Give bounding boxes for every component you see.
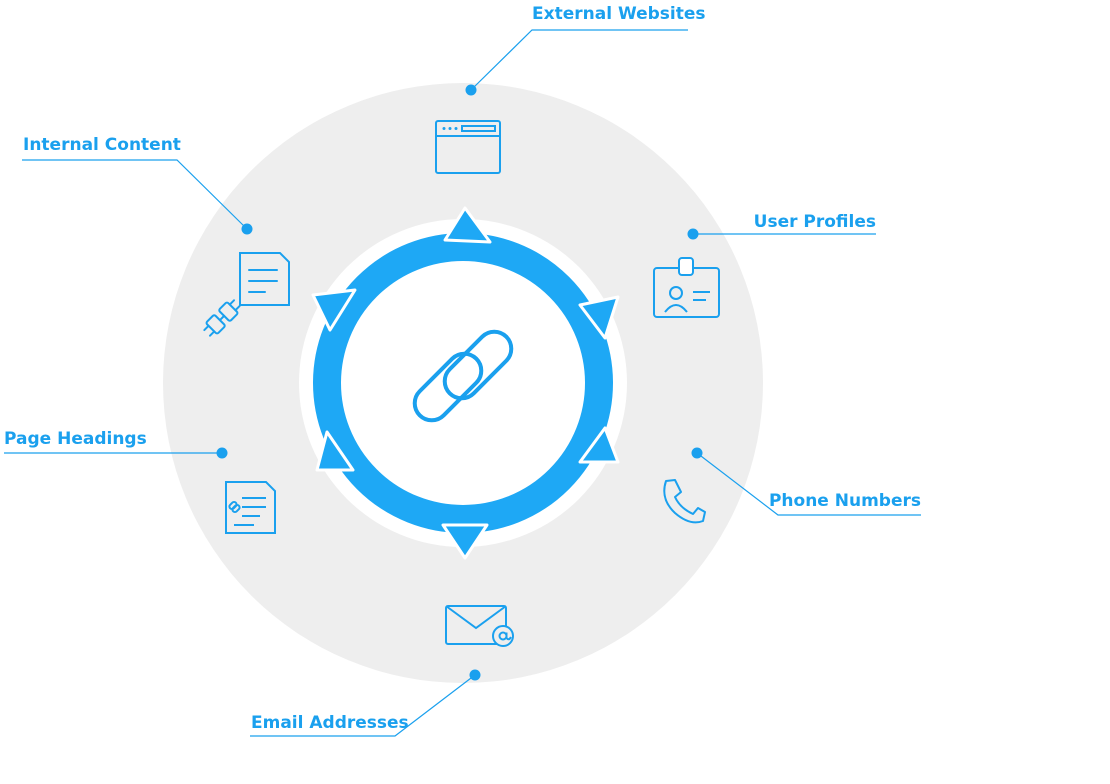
document-plug-icon bbox=[203, 252, 290, 337]
leader-dots bbox=[216, 84, 703, 681]
link-chain-icon bbox=[412, 329, 514, 423]
label-user-profiles: User Profiles bbox=[754, 212, 876, 232]
leader-internal-content bbox=[22, 159, 248, 230]
ring-arrow-bottom bbox=[441, 523, 489, 560]
ring-arrow-top-right bbox=[578, 295, 620, 340]
ring-arrow-top bbox=[443, 206, 492, 244]
label-email-addresses: Email Addresses bbox=[251, 713, 409, 733]
ring-arrows bbox=[311, 206, 620, 560]
label-external-websites: External Websites bbox=[532, 4, 706, 24]
dot-email-addresses bbox=[469, 669, 481, 681]
ring-arrow-bottom-left bbox=[315, 430, 355, 472]
ring-arrow-top-left bbox=[311, 288, 357, 332]
dot-user-profiles bbox=[687, 228, 699, 240]
leader-lines bbox=[4, 29, 921, 737]
leader-email-addresses bbox=[250, 674, 476, 737]
label-internal-content: Internal Content bbox=[23, 135, 181, 155]
dot-page-headings bbox=[216, 447, 228, 459]
center-disc bbox=[342, 262, 584, 504]
ring-arrow-bottom-right bbox=[578, 426, 620, 464]
dot-internal-content bbox=[241, 223, 253, 235]
email-at-icon bbox=[445, 605, 514, 647]
dot-external-websites bbox=[465, 84, 477, 96]
browser-window-icon bbox=[435, 120, 501, 174]
label-page-headings: Page Headings bbox=[4, 429, 147, 449]
leader-external-websites bbox=[470, 29, 688, 91]
label-phone-numbers: Phone Numbers bbox=[769, 491, 921, 511]
document-link-icon bbox=[225, 481, 276, 534]
id-badge-icon bbox=[653, 257, 720, 318]
phone-icon bbox=[663, 479, 706, 524]
leader-phone-numbers bbox=[696, 452, 921, 516]
center-ring bbox=[313, 233, 613, 533]
dot-phone-numbers bbox=[691, 447, 703, 459]
